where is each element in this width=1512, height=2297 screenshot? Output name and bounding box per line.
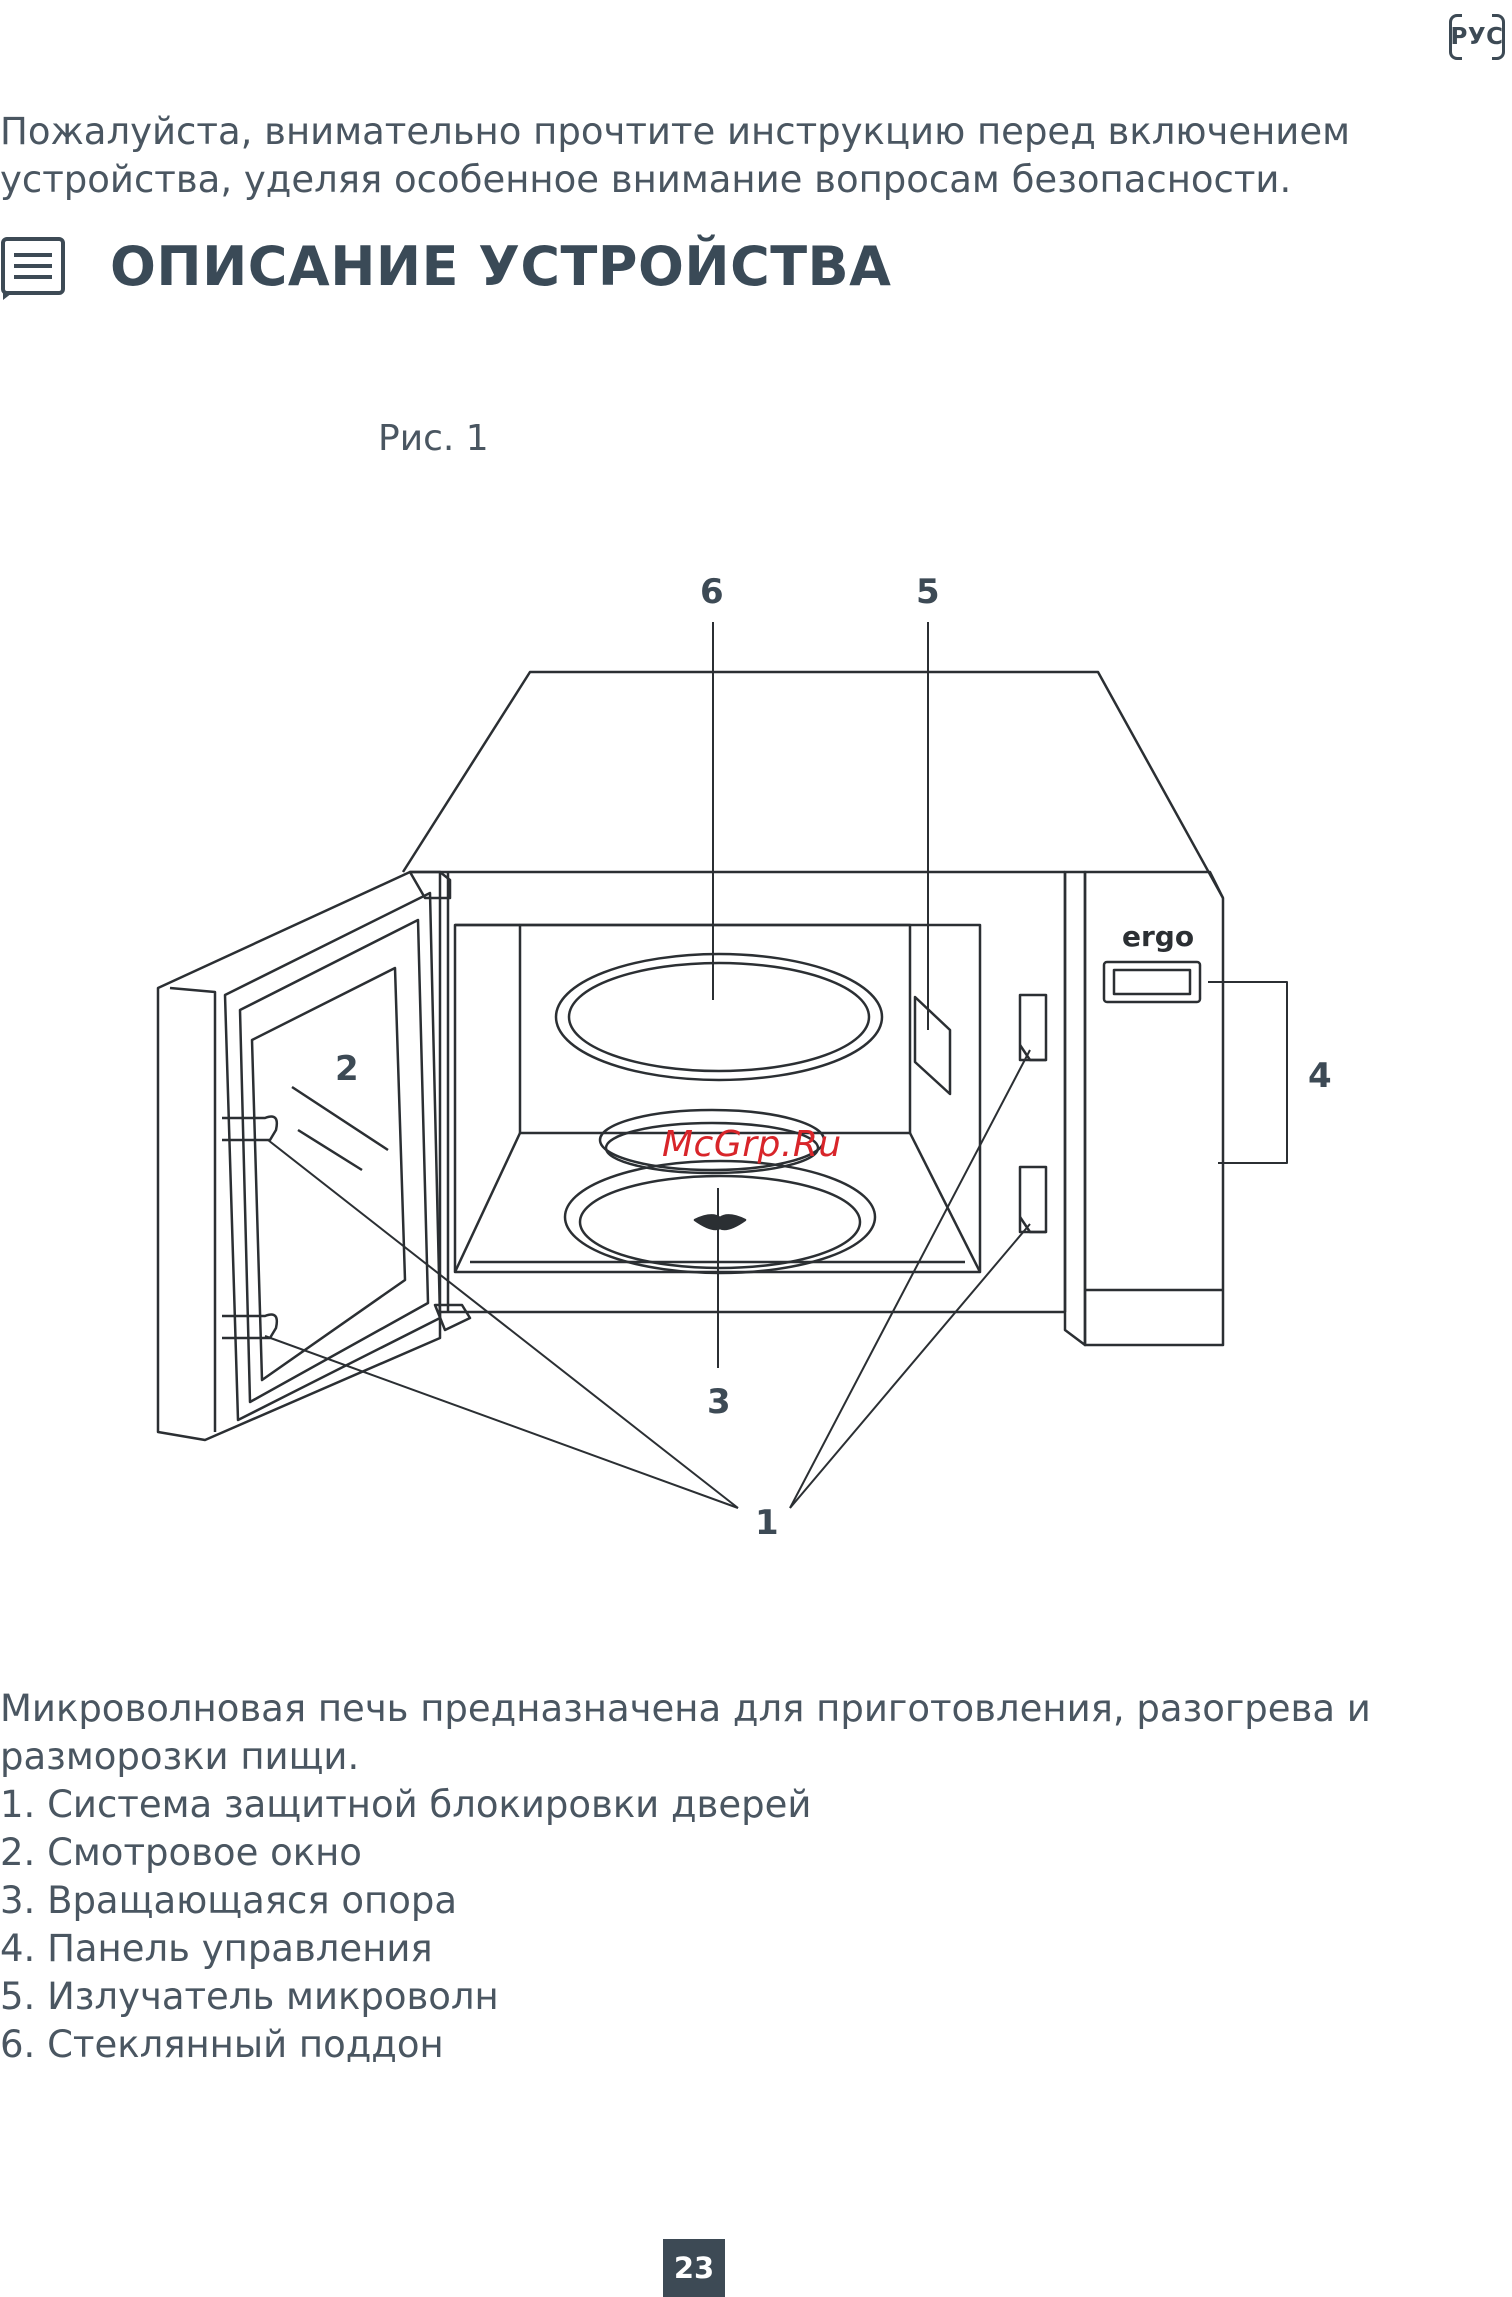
callout-1: 1	[755, 1503, 779, 1543]
figure-caption: Рис. 1	[378, 418, 489, 459]
section-title: ОПИСАНИЕ УСТРОЙСТВА	[110, 235, 892, 298]
cabinet-front	[440, 870, 1067, 1314]
part-item: 1. Система защитной блокировки дверей	[0, 1783, 812, 1826]
control-panel: ergo	[1063, 870, 1225, 1347]
emitter-cover	[913, 995, 952, 1096]
cabinet-top	[401, 670, 1225, 899]
part-item: 4. Панель управления	[0, 1927, 433, 1970]
part-item: 3. Вращающаяся опора	[0, 1879, 458, 1922]
brand-logo: ergo	[1122, 920, 1194, 953]
callout-3: 3	[707, 1382, 731, 1422]
document-icon	[1, 237, 65, 300]
callout-6: 6	[700, 572, 724, 612]
roller-ring	[563, 1108, 877, 1275]
description-text: Микроволновая печь предназначена для при…	[0, 1687, 1371, 1778]
door-hooks	[222, 1115, 279, 1340]
callout-2: 2	[335, 1049, 359, 1089]
language-label: РУС	[1450, 24, 1504, 50]
part-item: 6. Стеклянный поддон	[0, 2023, 444, 2066]
door	[156, 870, 472, 1442]
description: Микроволновая печь предназначена для при…	[0, 1685, 1460, 2069]
intro-text: Пожалуйста, внимательно прочтите инструк…	[0, 110, 1351, 201]
callout-5: 5	[916, 572, 940, 612]
watermark: McGrp.Ru	[662, 1124, 842, 1165]
part-item: 2. Смотровое окно	[0, 1831, 362, 1874]
part-item: 5. Излучатель микроволн	[0, 1975, 499, 2018]
glass-tray	[554, 952, 884, 1082]
page-number: 23	[663, 2239, 725, 2297]
leader-lines	[264, 622, 1288, 1509]
oven-cavity	[453, 923, 982, 1274]
callout-4: 4	[1308, 1056, 1332, 1096]
latch-sockets	[1018, 993, 1048, 1234]
parts-list: 1. Система защитной блокировки дверей 2.…	[0, 1781, 1460, 2069]
microwave-diagram: ergo	[156, 572, 1332, 1543]
language-badge: РУС	[1449, 13, 1505, 61]
